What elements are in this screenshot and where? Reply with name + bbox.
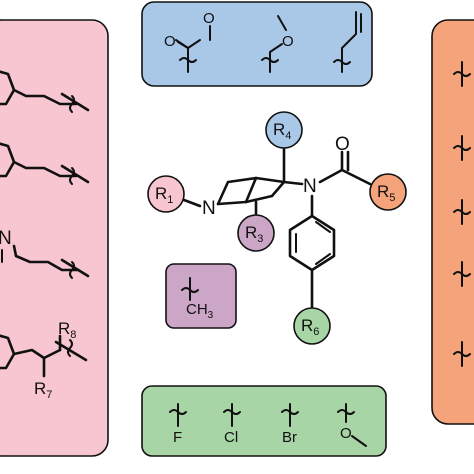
green-panel: F Cl Br O	[141, 385, 387, 457]
carbonyl-o: O	[335, 134, 350, 155]
r4-circle	[265, 111, 303, 149]
r1-option-3: N	[0, 228, 90, 279]
amide-n: N	[303, 176, 317, 197]
fluoro-label: F	[173, 429, 182, 446]
bromo-label: Br	[282, 429, 297, 446]
r6-group: R6	[293, 307, 331, 345]
r3-circle	[237, 214, 275, 252]
r5-label: R5	[377, 182, 395, 204]
r1-label: R1	[155, 184, 173, 206]
pink-panel-box	[0, 19, 109, 457]
mauve-panel: CH3	[165, 263, 237, 329]
tetrazole-n-atom: N	[0, 228, 12, 249]
core-scaffold: N N O	[182, 134, 372, 310]
r4-group: R4	[265, 111, 303, 149]
r1-option-1	[0, 70, 90, 113]
r6-option-br: Br	[281, 403, 299, 446]
r4-option-ester: O O	[164, 10, 215, 73]
methoxy-o-label: O	[340, 425, 352, 442]
r5-option-3	[453, 199, 471, 225]
r5-option-4	[453, 261, 471, 287]
r5-option-1	[453, 61, 471, 87]
green-panel-box	[141, 385, 387, 457]
orange-panel	[431, 19, 474, 425]
r3-group: R3	[237, 214, 275, 252]
ether-o: O	[282, 33, 294, 50]
r5-group: R5	[369, 173, 407, 211]
r1-option-2	[0, 142, 90, 185]
r8-label: R8	[58, 319, 76, 341]
r3-label: R3	[245, 223, 263, 245]
chloro-label: Cl	[224, 429, 238, 446]
r6-label: R6	[301, 316, 319, 338]
orange-panel-box	[431, 19, 474, 425]
r5-option-5	[453, 341, 471, 367]
r1-option-4: R8 R7	[0, 319, 88, 401]
r6-circle	[293, 307, 331, 345]
r4-option-methoxymethyl: O	[261, 15, 294, 73]
piperidine-n: N	[202, 198, 216, 219]
blue-panel: O O O	[141, 1, 373, 87]
r1-circle	[147, 175, 185, 213]
r6-option-methoxy: O	[337, 403, 367, 447]
r4-option-allyl	[333, 11, 362, 73]
r6-option-f: F	[169, 403, 187, 446]
r1-group: R1	[147, 175, 185, 213]
pink-panel: N R8 R7	[0, 19, 109, 457]
blue-panel-box	[141, 1, 373, 87]
r7-label: R7	[34, 379, 52, 401]
mauve-panel-box	[165, 263, 237, 329]
ester-o: O	[203, 10, 215, 27]
ester-carbonyl-o: O	[164, 33, 176, 50]
methyl-label: CH3	[186, 301, 214, 321]
r5-circle	[369, 173, 407, 211]
r4-label: R4	[273, 120, 291, 142]
r5-option-2	[453, 135, 471, 161]
r6-option-cl: Cl	[223, 403, 241, 446]
